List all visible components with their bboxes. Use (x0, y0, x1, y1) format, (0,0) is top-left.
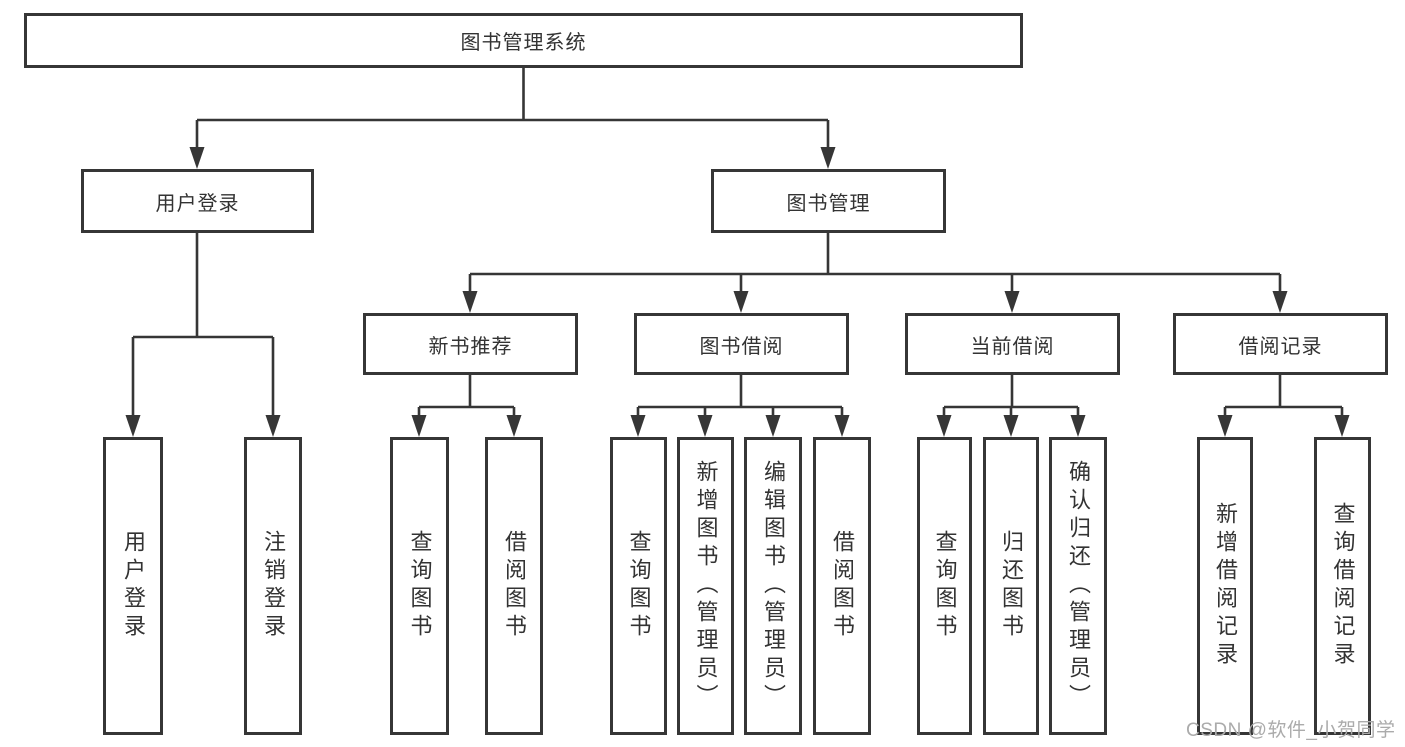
node-label: 借阅图书 (502, 530, 527, 642)
leaf-add-borrow-record: 新增借阅记录 (1197, 437, 1253, 735)
csdn-watermark: CSDN @软件_小贺同学 (1186, 720, 1396, 741)
node-label: 新增图书（管理员） (693, 460, 719, 712)
node-label: 查询图书 (407, 530, 433, 642)
leaf-query-borrow-record: 查询借阅记录 (1314, 437, 1371, 735)
arrowhead-down-icon (733, 291, 749, 313)
leaf-query-books-recommend: 查询图书 (390, 437, 449, 735)
node-label: 确认归还（管理员） (1066, 460, 1091, 712)
arrowhead-down-icon (189, 147, 205, 169)
connector-user-login-to-leaves (131, 233, 275, 418)
arrowhead-down-icon (834, 415, 850, 437)
arrowhead-down-icon (1217, 415, 1233, 437)
connector-book-mgmt-to-level3 (468, 233, 1282, 294)
node-new-book-recommendation: 新书推荐 (363, 313, 578, 375)
node-label: 当前借阅 (970, 335, 1055, 358)
node-book-management: 图书管理 (711, 169, 946, 233)
arrowhead-down-icon (1334, 415, 1350, 437)
leaf-user-login: 用户登录 (103, 437, 163, 735)
leaf-add-books-admin: 新增图书（管理员） (677, 437, 734, 735)
arrowhead-down-icon (1003, 415, 1019, 437)
leaf-return-books: 归还图书 (983, 437, 1039, 735)
arrowhead-down-icon (462, 291, 478, 313)
node-user-login: 用户登录 (81, 169, 314, 233)
arrowhead-down-icon (506, 415, 522, 437)
node-borrowing-records: 借阅记录 (1173, 313, 1388, 375)
node-label: 查询图书 (932, 530, 958, 642)
arrowhead-down-icon (1004, 291, 1020, 313)
node-label: 借阅记录 (1238, 335, 1323, 358)
connector-book-borrow-to-leaves (636, 375, 844, 418)
leaf-borrow-books: 借阅图书 (813, 437, 871, 735)
node-label: 用户登录 (155, 192, 240, 215)
node-label: 注销登录 (261, 530, 286, 642)
node-book-borrowing: 图书借阅 (634, 313, 849, 375)
arrowheads (125, 147, 1350, 437)
arrowhead-down-icon (125, 415, 141, 437)
leaf-edit-books-admin: 编辑图书（管理员） (744, 437, 802, 735)
leaf-logout: 注销登录 (244, 437, 302, 735)
leaf-confirm-return-admin: 确认归还（管理员） (1049, 437, 1107, 735)
node-label: 查询图书 (626, 530, 652, 642)
node-label: 图书管理系统 (460, 32, 587, 54)
arrowhead-down-icon (411, 415, 427, 437)
connector-current-borrow-to-leaves (942, 375, 1080, 418)
node-label: 查询借阅记录 (1330, 502, 1356, 670)
leaf-query-books-borrow: 查询图书 (610, 437, 667, 735)
node-label: 归还图书 (999, 530, 1024, 642)
arrowhead-down-icon (936, 415, 952, 437)
node-label: 借阅图书 (830, 530, 855, 642)
leaf-borrow-books-recommend: 借阅图书 (485, 437, 543, 735)
connector-root-to-level2 (195, 68, 830, 150)
arrowhead-down-icon (1272, 291, 1288, 313)
arrowhead-down-icon (1070, 415, 1086, 437)
leaf-query-books-current: 查询图书 (917, 437, 972, 735)
node-current-borrowing: 当前借阅 (905, 313, 1120, 375)
arrowhead-down-icon (765, 415, 781, 437)
node-label: 用户登录 (121, 530, 146, 642)
connector-new-books-to-leaves (417, 375, 516, 418)
node-label: 新书推荐 (428, 335, 513, 358)
arrowhead-down-icon (630, 415, 646, 437)
node-label: 图书借阅 (699, 335, 784, 358)
arrowhead-down-icon (697, 415, 713, 437)
arrowhead-down-icon (265, 415, 281, 437)
connector-borrow-records-to-leaves (1223, 375, 1344, 418)
node-label: 图书管理 (786, 192, 871, 215)
node-label: 编辑图书（管理员） (761, 460, 786, 712)
node-library-system: 图书管理系统 (24, 13, 1023, 68)
arrowhead-down-icon (820, 147, 836, 169)
node-label: 新增借阅记录 (1213, 502, 1238, 670)
